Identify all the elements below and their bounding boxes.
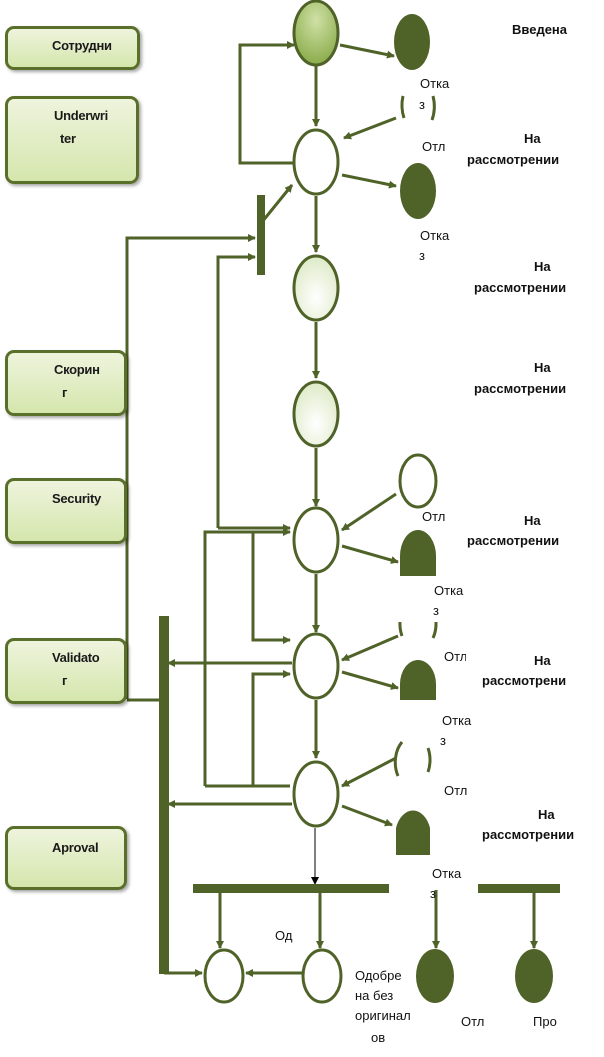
pro-node [515,949,553,1003]
refused-node [400,95,436,121]
role-label-scoring-2: г [62,385,68,400]
refused-node [398,621,438,639]
rejected-node [400,660,436,700]
label-rejected: Отл [422,509,446,524]
role-box-underwriter [5,96,139,184]
sync-bar [257,195,265,275]
label-review-2: рассмотрении [467,533,560,548]
refused-node [398,453,438,509]
refused-node [393,741,432,777]
label-pro: Про [533,1014,557,1029]
label-review-2: рассмотрении [467,152,560,167]
state-node [203,948,245,1004]
flow-arrow [251,670,291,786]
label-od: Од [275,928,293,943]
role-label-scoring: Скорин [54,362,100,377]
label-review: На [534,360,551,375]
label-rejected: Отл [461,1014,485,1029]
state-node [292,632,340,700]
flow-arrow [341,756,397,788]
state-node [301,948,343,1004]
label-review: На [534,653,551,668]
role-box-employee [5,26,140,70]
flow-arrow [203,528,291,786]
label-rejected: Отл [444,649,466,664]
role-box-validator [5,638,127,704]
flow-arrow [125,234,256,699]
label-review: На [538,807,555,822]
flow-arrow [341,804,393,827]
flow-arrow [216,253,256,528]
label-rejected: Отл [444,783,468,798]
label-refused: Отка [420,228,450,243]
flow-arrow [343,116,397,140]
role-box-scoring [5,350,127,416]
role-label-validator-2: г [62,673,68,688]
label-review-2: рассмотрении [482,827,575,842]
label-refused: Отка [442,713,472,728]
state-node [292,128,340,196]
label-refused-2: з [440,733,446,748]
role-label-underwriter-2: ter [60,131,76,146]
role-label-aproval: Aproval [52,840,99,855]
label-refused: Отка [432,866,462,881]
flow-arrow [238,41,295,165]
entered-node [394,14,430,70]
label-refused-2: з [433,603,439,618]
label-approved-4: ов [371,1030,386,1045]
flow-arrow [341,173,397,189]
label-review: На [524,513,541,528]
label-entered: Введена [512,22,568,37]
role-box-aproval [5,826,127,890]
start-node [292,0,340,67]
label-approved-2: на без [355,988,394,1003]
label-refused: Отка [434,583,464,598]
role-label-underwriter: Underwri [54,108,108,123]
label-review: На [524,131,541,146]
flow-arrow [341,492,397,532]
approved-node [416,949,454,1003]
state-node [292,380,340,448]
flow-arrow [260,184,294,223]
flow-arrow [341,634,399,662]
rejected-node [396,810,430,855]
rejected-node [400,530,436,576]
flow-arrow [339,43,395,59]
rejected-node [400,163,436,219]
state-node [292,254,340,322]
label-refused-2: з [419,97,425,112]
label-rejected: Отл [422,139,446,154]
role-label-validator: Validato [52,650,100,665]
sync-bar [193,884,389,893]
label-review-2: рассмотрении [474,280,567,295]
role-label-employee: Сотрудни [52,38,112,53]
state-node [292,760,340,828]
flow-arrow [341,544,399,564]
role-label-security: Security [52,491,101,506]
label-approved: Одобре [355,968,402,983]
state-node [292,506,340,574]
role-box-security [5,478,127,544]
label-review-2: рассмотрени [482,673,567,688]
label-review: На [534,259,551,274]
label-approved-3: оригинал [355,1008,411,1023]
label-refused-2: з [419,248,425,263]
sync-bar [159,616,169,974]
flow-arrow [341,670,399,690]
label-review-2: рассмотрении [474,381,567,396]
sync-bar [478,884,560,893]
flow-arrow [251,532,291,644]
label-refused: Отка [420,76,450,91]
label-refused-2: з [430,886,436,901]
